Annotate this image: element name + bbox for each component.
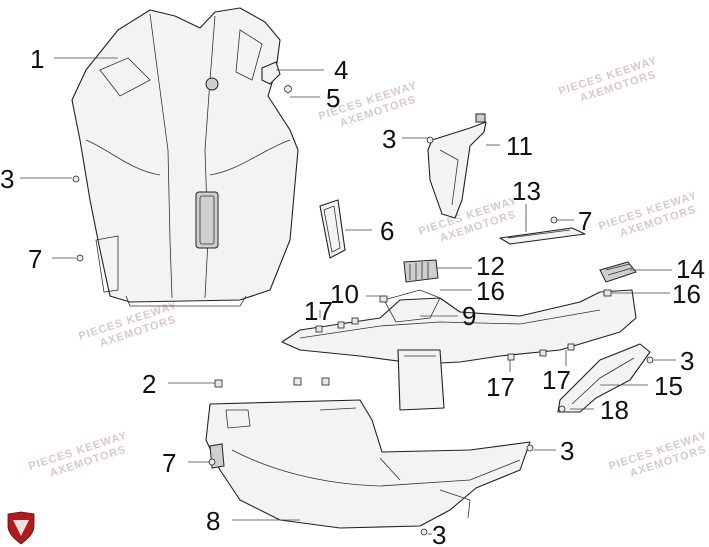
callout-9: 9: [462, 301, 476, 331]
callout-17: 17: [542, 365, 571, 395]
callout-7: 7: [28, 244, 42, 274]
callouts: 1 4 5 3 7 6 3 11 13 7 12 14 10 16 16 17 …: [0, 44, 705, 547]
callout-5: 5: [326, 83, 340, 113]
callout-6: 6: [380, 216, 394, 246]
callout-8: 8: [206, 506, 220, 536]
hardware: [72, 136, 654, 536]
callout-10: 10: [330, 279, 359, 309]
callout-2: 2: [142, 369, 156, 399]
callout-1: 1: [30, 44, 44, 74]
part-pad-14: [599, 261, 637, 283]
callout-3: 3: [432, 520, 446, 547]
callout-3: 3: [680, 346, 694, 376]
part-floor-frame-9: [281, 289, 637, 411]
callout-14: 14: [676, 254, 705, 284]
callout-3: 3: [560, 436, 574, 466]
callout-7: 7: [578, 206, 592, 236]
callout-3: 3: [382, 124, 396, 154]
part-side-panel-15: [557, 343, 651, 413]
part-pad-12: [403, 259, 439, 283]
part-cover-6: [319, 199, 346, 259]
part-clip-4: [261, 61, 281, 85]
part-lower-shell-8: [205, 399, 531, 529]
callout-18: 18: [600, 395, 629, 425]
part-screw-5: [284, 85, 292, 93]
leader-lines: [20, 57, 676, 535]
callout-12: 12: [476, 251, 505, 281]
callout-13: 13: [512, 176, 541, 206]
callout-16: 16: [672, 279, 701, 309]
callout-17: 17: [304, 296, 333, 326]
callout-11: 11: [506, 131, 533, 161]
part-bracket-11: [427, 113, 487, 219]
brand-shield-logo: [7, 511, 35, 545]
part-mat-13: [499, 227, 586, 245]
callout-4: 4: [334, 55, 348, 85]
callout-16: 16: [476, 276, 505, 306]
callout-7: 7: [162, 448, 176, 478]
callout-15: 15: [654, 371, 683, 401]
callout-3: 3: [0, 164, 14, 194]
part-front-inner-panel: [71, 7, 299, 307]
callout-17: 17: [486, 372, 515, 402]
